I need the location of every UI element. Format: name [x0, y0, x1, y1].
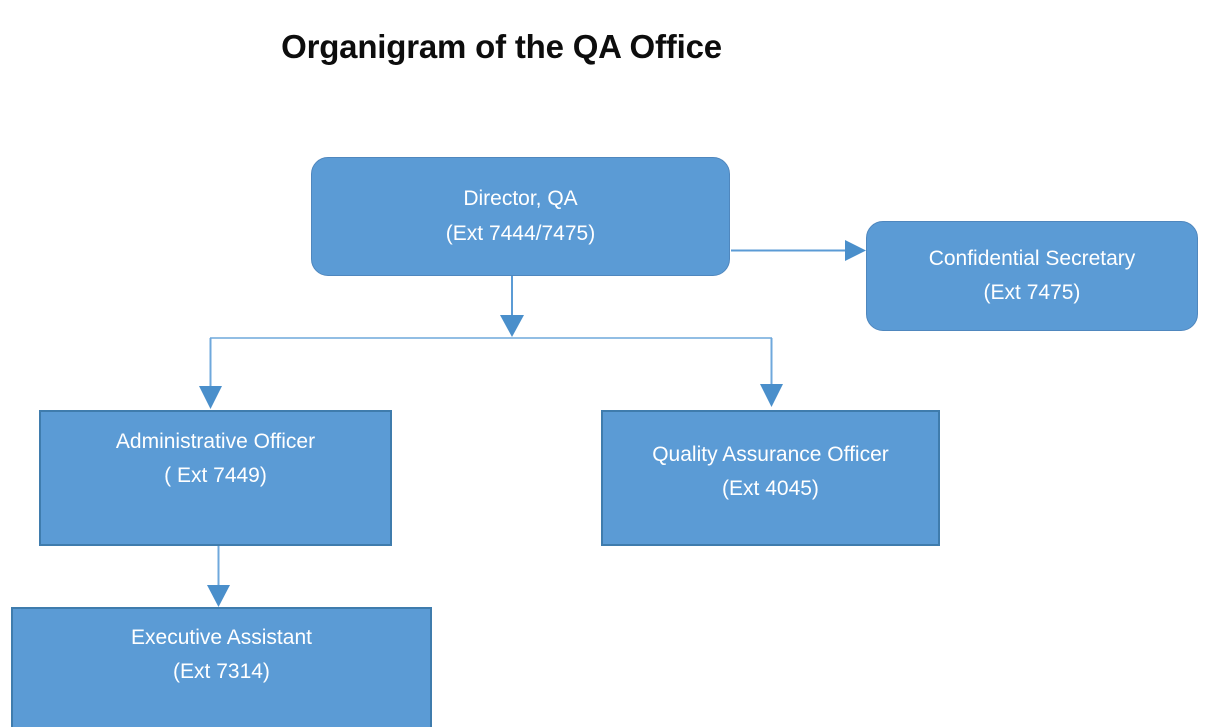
edge-bus-to-admin-officer: [199, 338, 222, 409]
edge-director-to-secretary: [731, 240, 866, 261]
page-title: Organigram of the QA Office: [281, 28, 722, 65]
node-quality-assurance-officer[interactable]: Quality Assurance Officer (Ext 4045): [601, 410, 940, 546]
node-confidential-secretary[interactable]: Confidential Secretary (Ext 7475): [866, 221, 1198, 331]
node-director[interactable]: Director, QA (Ext 7444/7475): [311, 157, 730, 276]
node-executive-assistant[interactable]: Executive Assistant (Ext 7314): [11, 607, 432, 727]
node-quality-assurance-officer-role: Quality Assurance Officer: [652, 443, 889, 466]
edge-bus-to-qa-officer: [760, 338, 783, 407]
node-quality-assurance-officer-extension: (Ext 4045): [722, 477, 819, 501]
node-director-role: Director, QA: [463, 187, 578, 211]
node-administrative-officer-extension: ( Ext 7449): [164, 464, 267, 488]
node-confidential-secretary-extension: (Ext 7475): [983, 281, 1081, 304]
node-executive-assistant-extension: (Ext 7314): [173, 660, 270, 684]
node-confidential-secretary-role: Confidential Secretary: [928, 246, 1136, 270]
edge-admin-officer-to-exec-assistant: [207, 546, 230, 607]
edge-director-down-stub: [500, 276, 524, 337]
node-administrative-officer-role: Administrative Officer: [115, 430, 316, 453]
node-executive-assistant-role: Executive Assistant: [131, 626, 312, 649]
node-administrative-officer[interactable]: Administrative Officer ( Ext 7449): [39, 410, 392, 546]
node-director-extension: (Ext 7444/7475): [445, 221, 596, 245]
